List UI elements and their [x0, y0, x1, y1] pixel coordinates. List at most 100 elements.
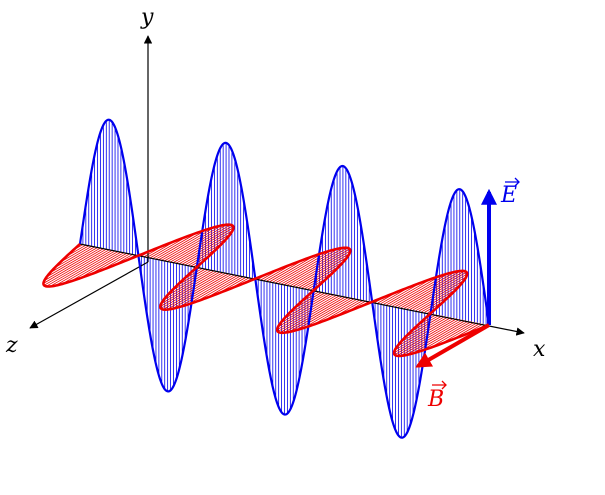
magnetic-hatch-line [389, 275, 441, 306]
magnetic-hatch-line [186, 274, 238, 306]
magnetic-hatch-line [284, 247, 348, 285]
magnetic-hatch-line [290, 250, 351, 287]
magnetic-hatch-line [176, 230, 233, 264]
magnetic-hatch-line [163, 270, 215, 301]
magnetic-hatch-line [184, 243, 223, 266]
magnetic-hatch-line [298, 261, 344, 288]
e-vector-label-text: E [500, 183, 517, 208]
magnetic-hatch-line [301, 266, 340, 289]
b-vector-label: B [427, 380, 447, 412]
magnetic-hatch-line [276, 294, 338, 331]
magnetic-field-hatching [43, 224, 487, 357]
magnetic-hatch-line [69, 251, 122, 283]
magnetic-hatch-line [394, 317, 452, 351]
magnetic-hatch-line [295, 256, 348, 288]
magnetic-hatch-line [283, 292, 329, 320]
magnetic-hatch-line [303, 298, 355, 329]
magnetic-hatch-line [49, 246, 95, 274]
magnetic-hatch-line [415, 284, 461, 311]
magnetic-hatch-line [396, 318, 460, 357]
magnetic-hatch-line [272, 252, 324, 283]
magnetic-hatch-line [46, 247, 98, 278]
magnetic-hatch-line [277, 293, 335, 328]
magnetic-hatch-line [179, 233, 231, 265]
magnetic-hatch-line [405, 315, 443, 338]
magnetic-hatch-line [170, 225, 233, 263]
magnetic-hatch-line [49, 250, 113, 287]
magnetic-hatch-line [79, 252, 125, 279]
electric-field-wave [78, 118, 491, 439]
y-axis-label: y [140, 5, 154, 30]
magnetic-hatch-line [400, 319, 463, 357]
magnetic-hatch-line [182, 238, 228, 265]
magnetic-hatch-line [396, 316, 449, 347]
x-axis [79, 243, 525, 336]
z-axis-label: z [5, 333, 18, 358]
magnetic-hatch-line [166, 273, 230, 310]
magnetic-hatch-line [280, 293, 332, 324]
magnetic-hatch-line [283, 296, 347, 334]
magnetic-hatch-line [178, 274, 236, 308]
magnetic-hatch-line [166, 269, 212, 297]
magnetic-hatch-line [405, 320, 466, 356]
magnetic-hatch-line [195, 275, 241, 303]
magnetic-hatch-line [46, 249, 110, 287]
magnetic-hatch-line [171, 269, 209, 292]
magnetic-hatch-line [279, 295, 344, 333]
magnetic-hatch-line [275, 249, 333, 284]
magnetic-hatch-line [61, 251, 119, 285]
magnetic-hatch-line [406, 273, 468, 310]
magnetic-hatch-line [43, 248, 107, 286]
magnetic-hatch-line [295, 297, 352, 331]
magnetic-hatch-line [43, 248, 104, 284]
magnetic-hatch-line [393, 317, 455, 354]
e-vector-arrow-accent [505, 177, 520, 187]
magnetic-hatch-line [278, 248, 339, 284]
magnetic-hatch-line [287, 248, 350, 286]
magnetic-hatch-line [54, 250, 116, 287]
magnetic-hatch-line [404, 271, 467, 309]
magnetic-hatch-line [162, 272, 227, 310]
magnetic-hatch-line [167, 224, 231, 262]
x-axis-label: x [533, 337, 546, 362]
magnetic-hatch-line [395, 271, 456, 307]
magnetic-hatch-line [394, 318, 458, 356]
magnetic-hatch-line [155, 229, 208, 260]
magnetic-hatch-line [418, 289, 457, 312]
magnetic-hatch-line [288, 292, 326, 315]
magnetic-hatch-line [269, 255, 315, 282]
magnetic-hatch-line [386, 278, 432, 306]
magnetic-hatch-line [173, 227, 234, 263]
magnetic-hatch-line [400, 315, 446, 343]
magnetic-hatch-line [420, 321, 472, 352]
magnetic-hatch-line [171, 273, 233, 310]
magnetic-hatch-line [401, 270, 465, 308]
magnetic-hatch-line [158, 226, 216, 260]
magnetic-hatch-line [288, 296, 349, 333]
magnetic-hatch-line [312, 298, 358, 326]
magnetic-hatch-line [412, 280, 465, 311]
magnetic-hatch-line [409, 276, 467, 310]
magnetic-hatch-line [293, 253, 350, 287]
z-axis [29, 261, 149, 329]
magnetic-hatch-line [44, 247, 101, 281]
b-vector-arrow-accent [432, 380, 447, 390]
b-vector-label-text: B [427, 387, 444, 412]
magnetic-hatch-line [160, 272, 224, 309]
magnetic-hatch-line [161, 225, 222, 261]
magnetic-hatch-line [412, 320, 469, 354]
magnetic-hatch-line [160, 271, 221, 307]
magnetic-hatch-line [392, 273, 449, 307]
magnetic-field-vector [415, 323, 491, 368]
magnetic-hatch-line [277, 295, 341, 332]
magnetic-hatch-line [54, 245, 92, 269]
magnetic-hatch-line [164, 224, 228, 262]
magnetic-hatch-line [152, 232, 198, 259]
magnetic-hatch-line [160, 270, 218, 305]
e-vector-label: E [500, 177, 520, 208]
magnetic-field-wave [42, 223, 490, 358]
magnetic-hatch-line [429, 321, 475, 349]
magnetic-hatch-line [281, 247, 345, 285]
